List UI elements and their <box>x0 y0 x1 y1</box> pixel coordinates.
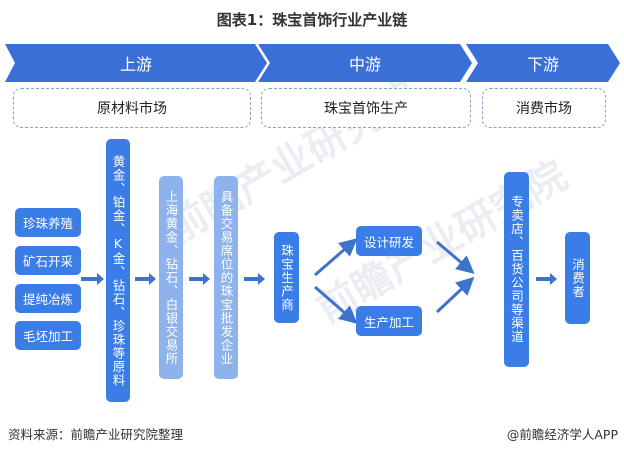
source-rough-processing: 毛坯加工 <box>15 321 81 350</box>
arrow-right-icon <box>536 273 557 285</box>
channels-text: 专卖店、百货公司等渠道 <box>509 195 524 344</box>
arrow-from-production-icon <box>435 276 475 314</box>
consumers-box: 消费者 <box>565 232 590 324</box>
exchanges-box: 上海黄金、钻石、白银交易所 <box>159 176 183 379</box>
manufacturer-box: 珠宝生产商 <box>274 232 299 323</box>
stage-downstream-label: 下游 <box>526 55 559 74</box>
arrow-right-icon <box>135 273 156 285</box>
production-box: 生产加工 <box>356 306 422 336</box>
stage-midstream-label: 中游 <box>348 55 381 74</box>
flow-arrows <box>314 238 475 324</box>
manufacturer-text: 珠宝生产商 <box>279 243 294 312</box>
stage-midstream-chevron: 中游 <box>258 44 472 82</box>
source-note: 资料来源：前瞻产业研究院整理 <box>8 427 184 442</box>
exchanges-text: 上海黄金、钻石、白银交易所 <box>163 189 179 366</box>
diagram-title: 图表1：珠宝首饰行业产业链 <box>216 11 408 29</box>
market-upstream: 原材料市场 <box>13 88 251 128</box>
wholesalers-text: 具备交易席位的珠宝批发企业 <box>218 189 234 366</box>
source-refining: 提纯冶炼 <box>15 284 81 313</box>
channels-box: 专卖店、百货公司等渠道 <box>504 172 529 367</box>
source-ore-mining: 矿石开采 <box>15 246 81 275</box>
stage-upstream-chevron: 上游 <box>5 44 267 82</box>
stage-upstream-label: 上游 <box>119 55 152 74</box>
consumers-text: 消费者 <box>570 257 585 299</box>
credit-note: @前瞻经济学人APP <box>506 427 618 442</box>
market-midstream: 珠宝首饰生产 <box>261 88 471 128</box>
arrow-to-design-icon <box>314 238 358 277</box>
arrow-to-production-icon <box>314 285 358 324</box>
arrow-right-icon <box>244 273 265 285</box>
arrow-right-icon <box>189 273 210 285</box>
arrow-from-design-icon <box>436 240 475 274</box>
market-downstream: 消费市场 <box>482 88 606 128</box>
design-rd-box: 设计研发 <box>356 226 422 256</box>
arrow-right-icon <box>81 273 104 285</box>
raw-materials-text: 黄金、铂金、K金、钻石、珍珠等原料 <box>110 154 126 387</box>
source-pearl-farming: 珍珠养殖 <box>15 208 81 237</box>
stage-downstream-chevron: 下游 <box>466 44 620 82</box>
raw-materials-box: 黄金、铂金、K金、钻石、珍珠等原料 <box>106 139 130 402</box>
wholesalers-box: 具备交易席位的珠宝批发企业 <box>214 176 238 379</box>
